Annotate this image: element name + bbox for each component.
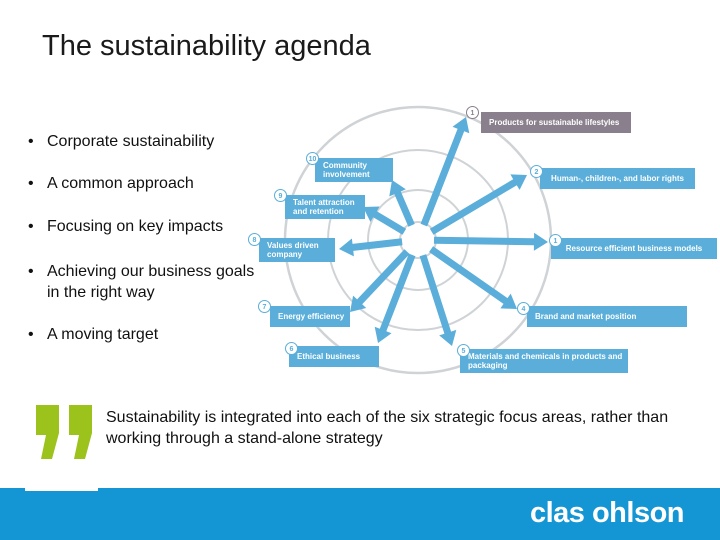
quote-text: Sustainability is integrated into each o… [106, 409, 669, 447]
focus-area-number: 1 [466, 106, 479, 119]
bullet-text: A common approach [47, 175, 194, 192]
wheel-arrow [420, 117, 470, 227]
focus-area-box: Products for sustainable lifestyles [481, 112, 631, 133]
focus-area-number: 4 [517, 302, 530, 315]
bullet-dot: • [28, 218, 34, 235]
bullet-text: A moving target [47, 326, 159, 343]
focus-area-label: Products for sustainable lifestyles [489, 118, 620, 127]
focus-area-number: 6 [285, 342, 298, 355]
wheel-arrow [429, 174, 527, 235]
bullet-dot: • [28, 263, 34, 280]
focus-area-box: Ethical business [289, 346, 379, 367]
footer-notch [25, 488, 98, 491]
quote-mark-icon [36, 405, 92, 459]
focus-area-box: Brand and market position [527, 306, 687, 327]
footer-bar [0, 488, 720, 540]
bullet-dot: • [28, 326, 34, 343]
focus-area-box: Materials and chemicals in products and … [460, 349, 628, 373]
bullet-dot: • [28, 133, 34, 150]
wheel-arrow [363, 206, 407, 235]
focus-area-box: Values driven company [259, 238, 335, 262]
focus-area-label: Ethical business [297, 352, 361, 361]
focus-area-number: 2 [530, 165, 543, 178]
focus-area-number: 8 [248, 233, 261, 246]
wheel-arrow [389, 180, 415, 227]
bullet-text: Corporate sustainability [47, 133, 215, 150]
focus-area-label: Talent attraction and retention [293, 198, 355, 216]
focus-area-label: Values driven company [267, 241, 319, 259]
focus-area-box: Resource efficient business models [551, 238, 717, 259]
slide-title: The sustainability agenda [42, 30, 371, 62]
wheel-arrow [374, 253, 416, 343]
focus-area-label: Materials and chemicals in products and … [468, 352, 623, 370]
focus-area-label: Brand and market position [535, 312, 637, 321]
wheel-arrow [350, 249, 410, 312]
focus-area-label: Human-, children-, and labor rights [551, 174, 684, 183]
focus-area-label: Resource efficient business models [565, 244, 703, 253]
focus-area-number: 7 [258, 300, 271, 313]
focus-area-number: 5 [457, 344, 470, 357]
strategy-wheel-diagram [283, 105, 553, 375]
focus-area-number: 10 [306, 152, 319, 165]
bullet-text: Achieving our business goals in the righ… [47, 263, 255, 301]
bullet-dot: • [28, 175, 34, 192]
wheel-arrow [419, 254, 457, 346]
brand-logo: clas ohlson [529, 497, 685, 529]
focus-area-number: 9 [274, 189, 287, 202]
wheel-arrow [429, 246, 517, 309]
focus-area-label: Community involvement [323, 161, 370, 179]
focus-area-label: Energy efficiency [278, 312, 345, 321]
focus-area-box: Talent attraction and retention [285, 195, 365, 219]
focus-area-box: Human-, children-, and labor rights [540, 168, 695, 189]
focus-area-box: Community involvement [315, 158, 393, 182]
bullet-text: Focusing on key impacts [47, 218, 224, 235]
focus-area-box: Energy efficiency [270, 306, 350, 327]
wheel-arrow [433, 232, 548, 251]
focus-area-number: 1 [549, 234, 562, 247]
wheel-arrow [339, 238, 403, 257]
wheel-arrows [339, 117, 548, 346]
